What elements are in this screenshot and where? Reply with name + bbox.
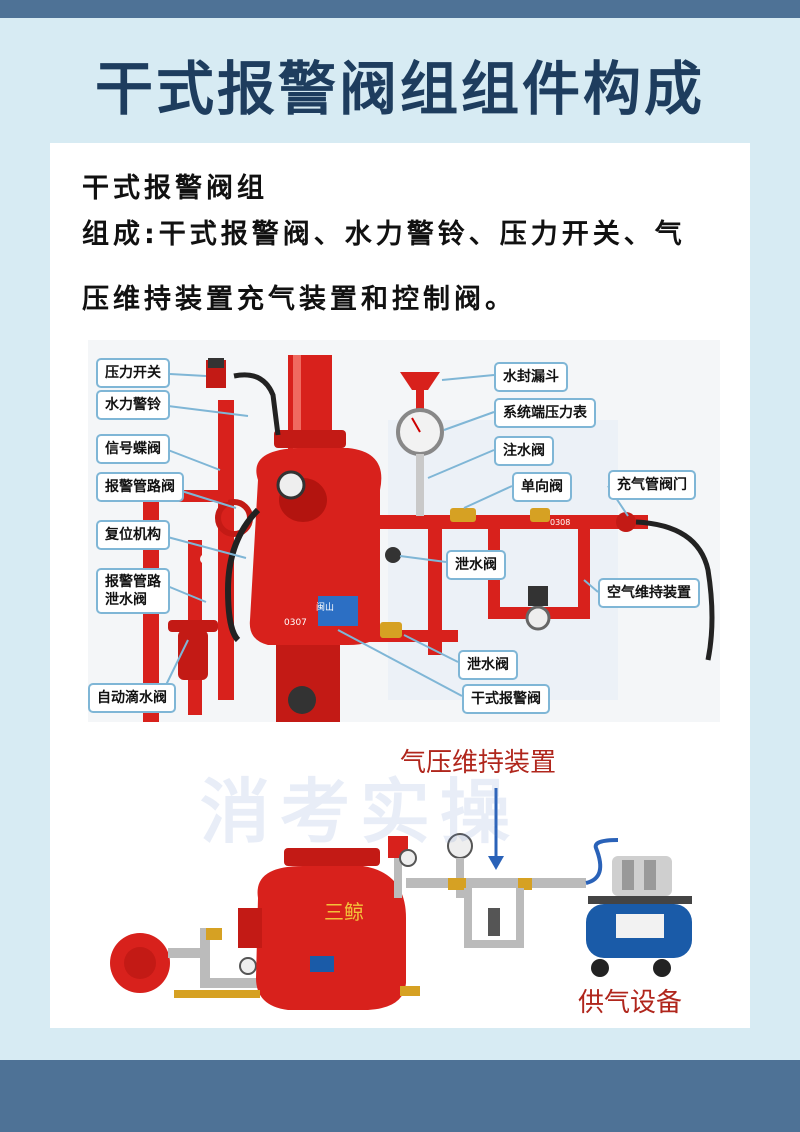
intro-components-line-2: 压维持装置充气装置和控制阀。 bbox=[82, 284, 516, 315]
label-auto-drip-valve: 自动滴水阀 bbox=[88, 683, 176, 713]
valve-body-mark: 三鲸 bbox=[324, 900, 364, 924]
watermark: 消考实操 bbox=[200, 771, 520, 853]
air-supply-photo: 气压维持装置 供气设备 三鲸 bbox=[88, 728, 720, 1022]
label-alarm-line-drain-1: 报警管路 bbox=[105, 574, 161, 590]
label-fill-valve: 注水阀 bbox=[494, 436, 554, 466]
valve-assembly-illustration bbox=[143, 355, 715, 722]
top-band bbox=[0, 0, 800, 18]
intro-heading: 干式报警阀组 bbox=[82, 173, 268, 204]
label-drain-valve-a: 泄水阀 bbox=[446, 550, 506, 580]
body-mark-brand: 闽山 bbox=[316, 603, 335, 613]
label-alarm-line-valve: 报警管路阀 bbox=[96, 472, 184, 502]
body-mark-0307: 0307 bbox=[284, 618, 307, 628]
label-water-bell: 水力警铃 bbox=[96, 390, 170, 420]
valve-assembly-photo: 压力开关 水力警铃 信号蝶阀 报警管路阀 复位机构 报警管路 泄水阀 自动滴水阀… bbox=[88, 340, 720, 722]
page-title: 干式报警阀组组件构成 bbox=[94, 55, 705, 123]
label-signal-butterfly-valve: 信号蝶阀 bbox=[96, 434, 170, 464]
label-reset-mechanism: 复位机构 bbox=[96, 520, 170, 550]
label-system-gauge: 系统端压力表 bbox=[494, 398, 596, 428]
bottom-band bbox=[0, 1060, 800, 1132]
label-drain-valve-b: 泄水阀 bbox=[458, 650, 518, 680]
label-pressure-switch: 压力开关 bbox=[96, 358, 170, 388]
label-alarm-line-drain: 报警管路 泄水阀 bbox=[96, 568, 170, 614]
caption-air-supply: 供气设备 bbox=[578, 988, 683, 1018]
intro-components-line: 组成:干式报警阀、水力警铃、压力开关、气 bbox=[82, 219, 686, 250]
label-water-seal-funnel: 水封漏斗 bbox=[494, 362, 568, 392]
label-check-valve: 单向阀 bbox=[512, 472, 572, 502]
label-air-fill-valve: 充气管阀门 bbox=[608, 470, 696, 500]
body-mark-0308: 0308 bbox=[550, 518, 571, 527]
air-supply-illustration bbox=[110, 788, 692, 1010]
label-dry-alarm-valve: 干式报警阀 bbox=[462, 684, 550, 714]
label-air-maintenance-device: 空气维持装置 bbox=[598, 578, 700, 608]
label-alarm-line-drain-2: 泄水阀 bbox=[105, 592, 147, 608]
caption-air-maintenance: 气压维持装置 bbox=[400, 748, 557, 778]
